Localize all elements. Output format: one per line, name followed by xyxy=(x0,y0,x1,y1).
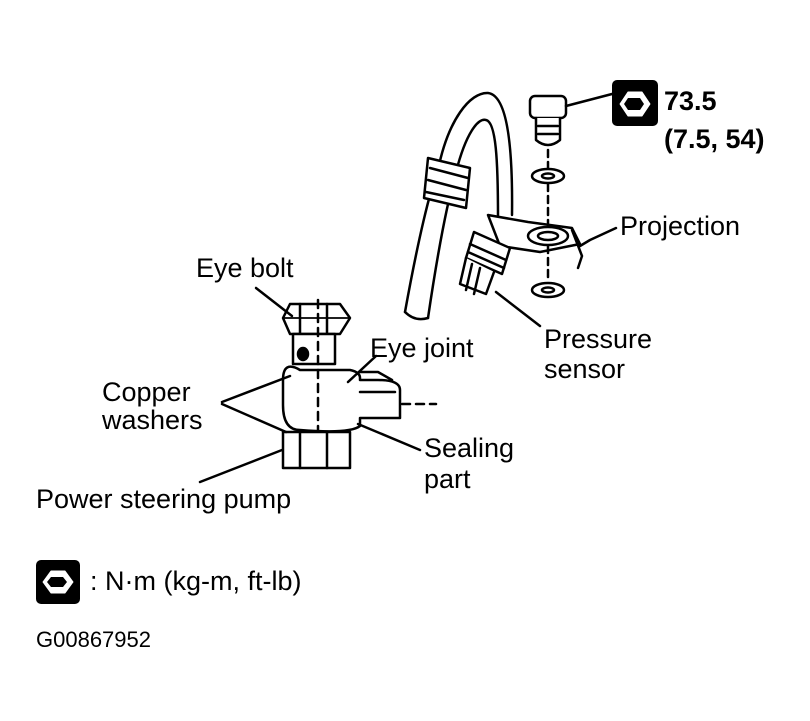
eye-bolt-leader xyxy=(254,286,294,318)
eye-bolt-label: Eye bolt xyxy=(196,253,294,283)
power-steering-pump-label: Power steering pump xyxy=(36,484,292,514)
projection-leader xyxy=(578,226,618,248)
copper-washers-label-1: Copper xyxy=(102,377,191,407)
lower-eye-bolt xyxy=(281,302,352,366)
pressure-sensor-label-2: sensor xyxy=(544,354,626,384)
lower-eye-joint xyxy=(281,298,438,470)
copper-washers-label-2: washers xyxy=(102,405,203,435)
pressure-sensor-leader xyxy=(494,290,542,328)
wrench-icon xyxy=(612,80,658,126)
projection-label: Projection xyxy=(620,211,741,241)
torque-alt-units: (7.5, 54) xyxy=(664,124,765,154)
eye-joint-label: Eye joint xyxy=(370,333,474,363)
pump-fitting xyxy=(281,430,352,470)
sealing-part-leader xyxy=(356,422,422,452)
eye-joint-leader xyxy=(346,354,378,384)
copper-washer-leader-top xyxy=(220,374,292,404)
pressure-hose xyxy=(403,91,514,321)
wrench-icon xyxy=(36,560,80,604)
sealing-part-label-1: Sealing xyxy=(424,433,515,463)
pressure-sensor xyxy=(458,230,512,296)
legend-units: : N·m (kg-m, ft-lb) xyxy=(90,566,302,596)
sealing-part-label-2: part xyxy=(424,464,471,494)
torque-value: 73.5 xyxy=(664,86,717,116)
copper-washer-leader-bottom xyxy=(220,402,288,434)
upper-eye-bolt xyxy=(528,92,614,299)
pump-leader xyxy=(198,448,284,484)
figure-id: G00867952 xyxy=(36,627,151,652)
pressure-sensor-label-1: Pressure xyxy=(544,324,653,354)
